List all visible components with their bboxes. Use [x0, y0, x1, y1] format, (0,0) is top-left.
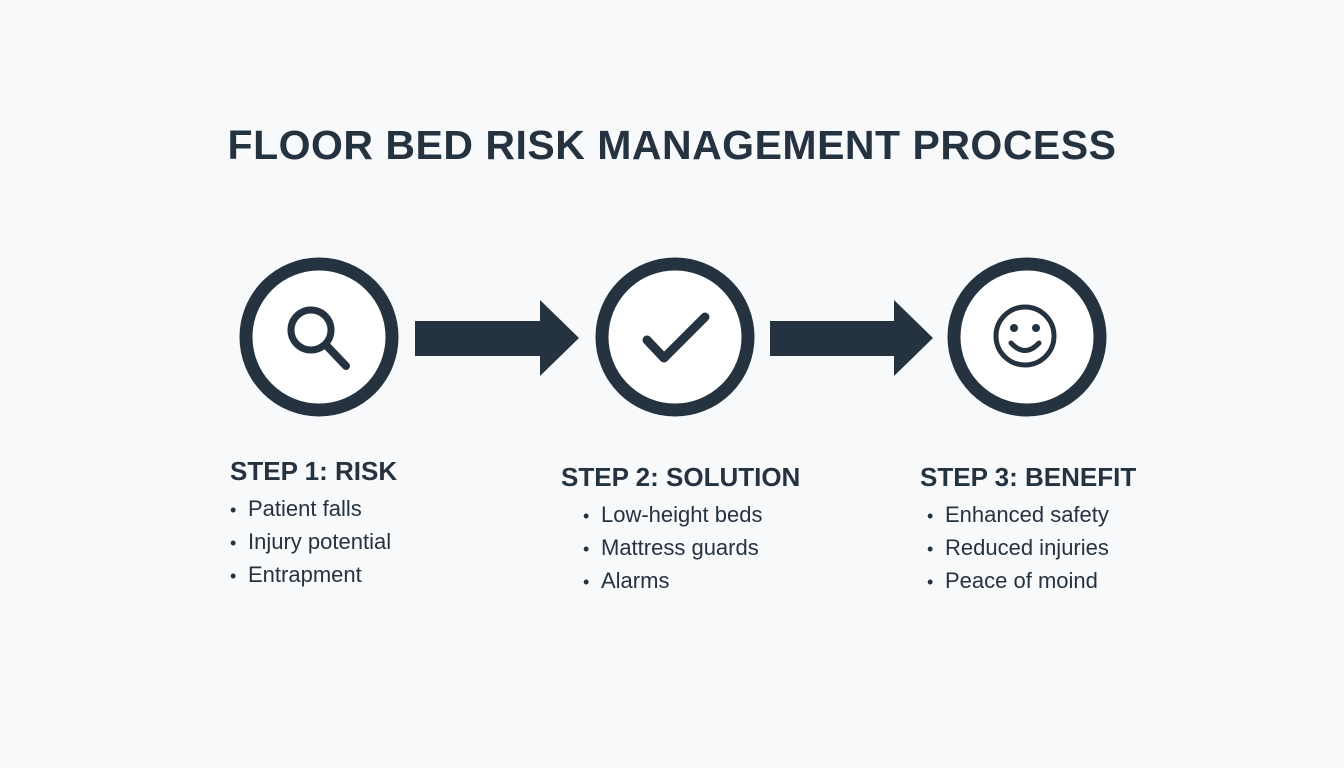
bullet-text: Peace of moind: [945, 568, 1098, 593]
bullet-icon: •: [583, 539, 590, 559]
step-3-node: [947, 257, 1107, 417]
list-item: • Mattress guards: [583, 532, 800, 565]
page-title: FLOOR BED RISK MANAGEMENT PROCESS: [227, 122, 1117, 168]
step-1-bullet-list: • Patient falls • Injury potential • Entrap…: [230, 493, 397, 592]
bullet-icon: •: [927, 539, 934, 559]
list-item: • Reduced injuries: [927, 532, 1136, 565]
step-2-bullet-list: • Low-height beds • Mattress guards • Alarm…: [583, 499, 800, 598]
bullet-text: Reduced injuries: [945, 535, 1109, 560]
bullet-text: Patient falls: [248, 496, 362, 521]
bullet-icon: •: [230, 566, 237, 586]
bullet-icon: •: [927, 506, 934, 526]
step-3-text: STEP 3: BENEFIT • Enhanced safety • Reduce…: [920, 462, 1136, 598]
list-item: • Injury potential: [230, 526, 397, 559]
bullet-text: Entrapment: [248, 562, 362, 587]
list-item: • Patient falls: [230, 493, 397, 526]
list-item: • Enhanced safety: [927, 499, 1136, 532]
bullet-icon: •: [583, 506, 590, 526]
list-item: • Low-height beds: [583, 499, 800, 532]
step-1-node: [239, 257, 399, 417]
step-3-heading: STEP 3: BENEFIT: [920, 462, 1137, 492]
bullet-text: Injury potential: [248, 529, 392, 554]
step-2-node: [595, 257, 755, 417]
arrow-2-to-3: [770, 300, 933, 376]
bullet-icon: •: [230, 533, 237, 553]
step-2-text: STEP 2: SOLUTION • Low-height beds • Mattr…: [561, 462, 800, 598]
bullet-icon: •: [230, 500, 237, 520]
list-item: • Peace of moind: [927, 565, 1136, 598]
list-item: • Alarms: [583, 565, 800, 598]
step-2-heading: STEP 2: SOLUTION: [561, 462, 801, 492]
step-1-heading: STEP 1: RISK: [230, 456, 398, 486]
list-item: • Entrapment: [230, 559, 397, 592]
bullet-icon: •: [583, 572, 590, 592]
step-1-text: STEP 1: RISK • Patient falls • Injury pote…: [230, 456, 397, 592]
magnifying-glass-icon: [287, 306, 350, 370]
bullet-icon: •: [927, 572, 934, 592]
bullet-text: Enhanced safety: [945, 502, 1109, 527]
step-3-bullet-list: • Enhanced safety • Reduced injuries • Peac…: [927, 499, 1136, 598]
bullet-text: Low-height beds: [601, 502, 763, 527]
bullet-text: Mattress guards: [601, 535, 759, 560]
arrow-1-to-2: [415, 300, 579, 376]
smiley-face-icon: [993, 304, 1057, 368]
bullet-text: Alarms: [601, 568, 670, 593]
checkmark-icon: [642, 312, 710, 363]
